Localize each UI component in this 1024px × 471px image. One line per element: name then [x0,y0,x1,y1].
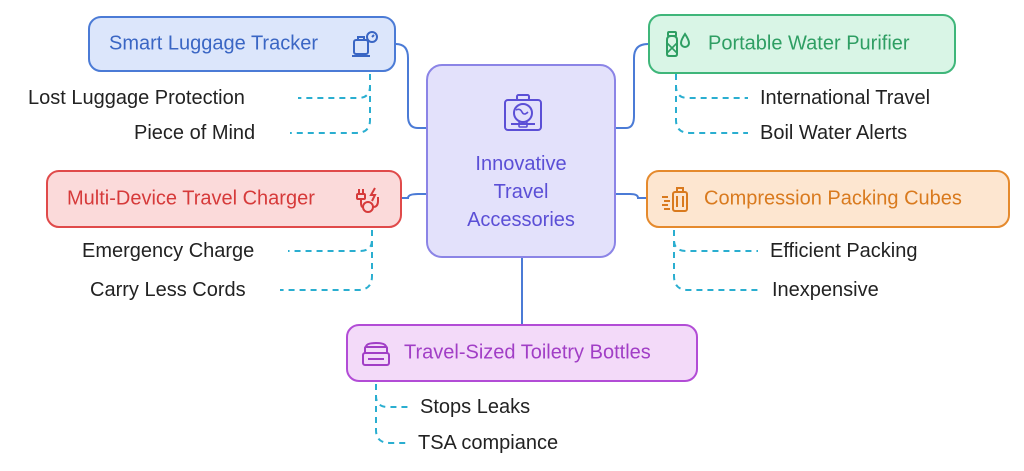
leaf-link-boil-water-alerts [675,74,748,134]
link-compression-packing-cubes [616,193,646,199]
leaf-stops-leaks: Stops Leaks [420,396,531,418]
leaf-link-lost-luggage-protection [298,74,371,99]
branch-label: Compression Packing Cubes [704,187,962,210]
branch-travel-sized-toiletry-bottles: Travel-Sized Toiletry Bottles [346,324,698,382]
leaf-link-piece-of-mind [290,74,371,134]
luggage-tracker-icon [348,28,380,60]
branch-portable-water-purifier: Portable Water Purifier [648,14,956,74]
leaf-link-stops-leaks [375,384,410,408]
packing-cube-icon [660,183,692,215]
branch-label: Portable Water Purifier [708,32,910,55]
leaf-link-inexpensive [673,230,758,291]
branch-label: Smart Luggage Tracker [109,32,318,55]
leaf-efficient-packing: Efficient Packing [770,240,918,262]
center-node: Innovative Travel Accessories [426,64,616,258]
link-multi-device-travel-charger [402,193,428,199]
branch-compression-packing-cubes: Compression Packing Cubes [646,170,1010,228]
leaf-link-tsa-compiance [375,384,410,444]
leaf-link-carry-less-cords [280,230,373,291]
center-title-line-1: Innovative [475,153,567,175]
link-smart-luggage-tracker [395,43,428,129]
leaf-emergency-charge: Emergency Charge [82,240,255,262]
leaf-international-travel: International Travel [760,87,931,109]
leaf-tsa-compiance: TSA compiance [418,432,559,454]
leaf-piece-of-mind: Piece of Mind [134,122,256,144]
center-title: Innovative Travel Accessories [428,150,614,234]
branch-multi-device-travel-charger: Multi-Device Travel Charger [46,170,402,228]
leaf-link-emergency-charge [288,230,373,252]
toiletry-bottle-icon [360,337,392,369]
branch-label: Travel-Sized Toiletry Bottles [404,341,651,364]
leaf-boil-water-alerts: Boil Water Alerts [760,122,908,144]
branch-label: Multi-Device Travel Charger [67,187,315,210]
water-purifier-icon [662,28,694,60]
center-title-line-2: Travel [493,181,549,203]
branch-smart-luggage-tracker: Smart Luggage Tracker [88,16,396,72]
charger-plug-icon [352,183,384,215]
leaf-link-international-travel [675,74,748,99]
leaf-link-efficient-packing [673,230,758,252]
leaf-lost-luggage-protection: Lost Luggage Protection [28,87,245,109]
link-portable-water-purifier [616,43,649,129]
leaf-carry-less-cords: Carry Less Cords [90,279,246,301]
suitcase-globe-icon [501,92,545,136]
center-title-line-3: Accessories [467,209,575,231]
leaf-inexpensive: Inexpensive [772,279,879,301]
